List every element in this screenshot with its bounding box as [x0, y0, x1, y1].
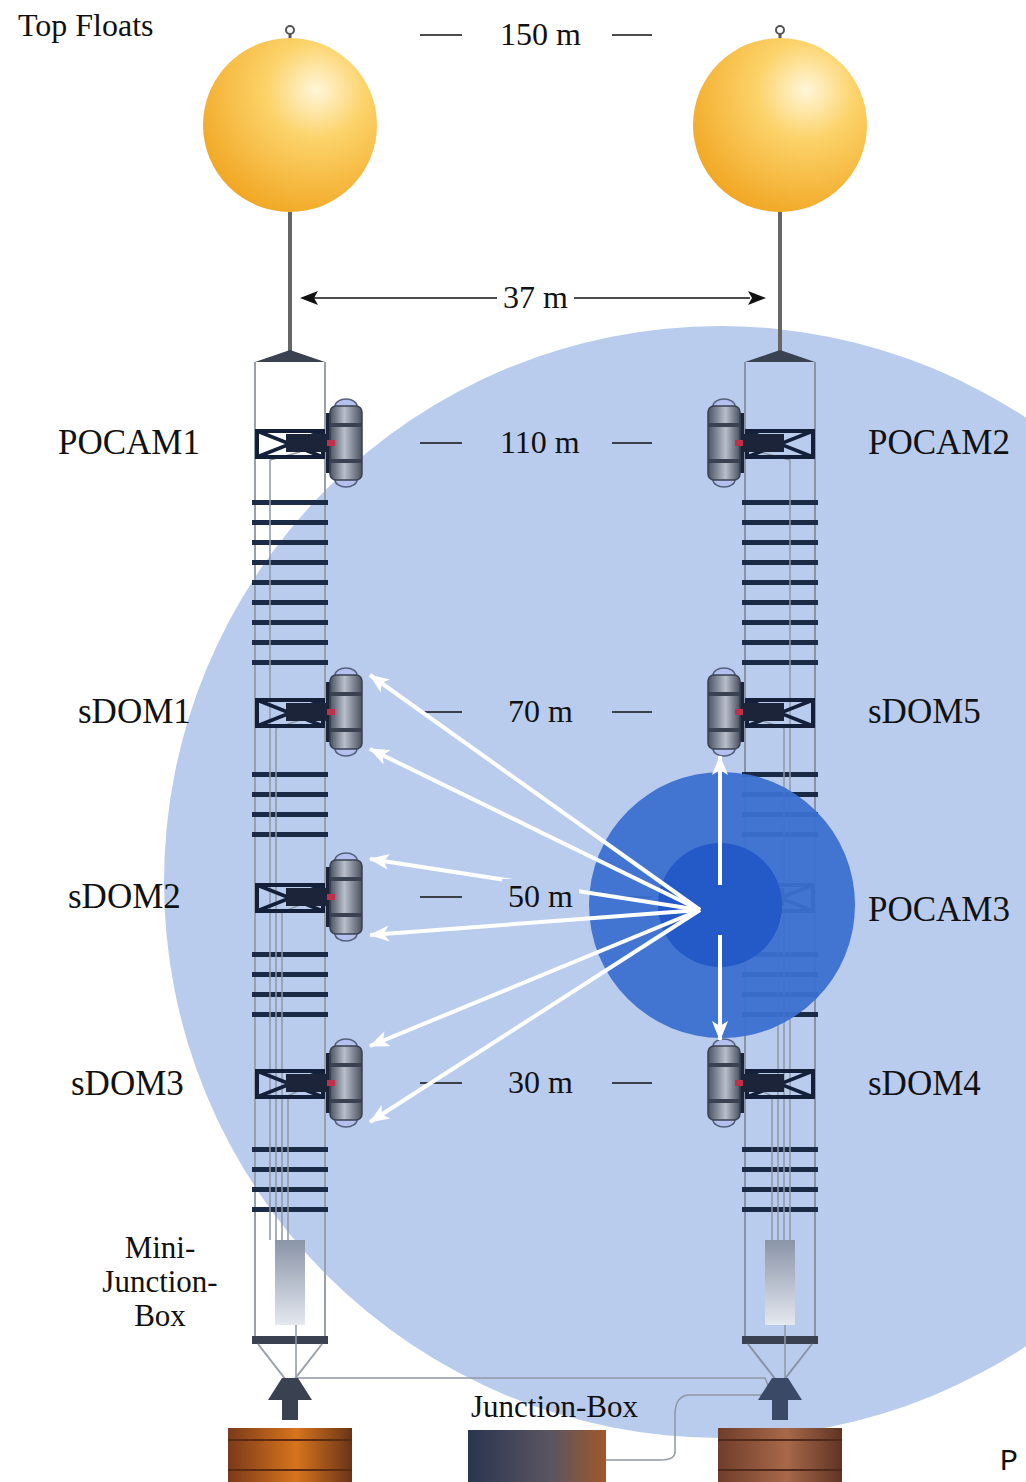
text-label: Mini- Junction- Box — [90, 1231, 230, 1333]
mini-junction-box — [765, 1240, 795, 1325]
module-label: POCAM2 — [868, 424, 1010, 463]
string-frame — [252, 350, 328, 1344]
rung — [742, 1147, 818, 1152]
text-label: Top Floats — [18, 8, 154, 43]
rung — [252, 952, 328, 957]
cable — [270, 452, 790, 1460]
rung — [742, 1167, 818, 1172]
module-label: sDOM2 — [68, 878, 181, 917]
rung — [252, 832, 328, 837]
module-label: sDOM4 — [868, 1065, 981, 1104]
rung — [742, 640, 818, 645]
light-ray-arrow — [370, 910, 700, 1122]
rung — [742, 540, 818, 545]
text-label: 50 m — [502, 879, 579, 914]
rung — [252, 1187, 328, 1192]
rung — [742, 560, 818, 565]
module-node: sDOM1 — [75, 668, 370, 756]
text-label: P — [1000, 1446, 1018, 1479]
top-float — [203, 26, 377, 352]
rung — [252, 772, 328, 777]
rung — [252, 1012, 328, 1017]
rung — [742, 600, 818, 605]
junction-box — [468, 1430, 606, 1482]
anchor — [718, 1344, 842, 1482]
rung — [252, 640, 328, 645]
rung — [252, 660, 328, 665]
rung — [742, 500, 818, 505]
module-node: POCAM3 — [700, 885, 1014, 935]
rung — [252, 1167, 328, 1172]
rung — [252, 580, 328, 585]
light-ray-arrow — [718, 935, 722, 1040]
rung — [252, 1147, 328, 1152]
module-node: POCAM2 — [700, 420, 1014, 466]
rung — [742, 1187, 818, 1192]
rung — [252, 1207, 328, 1212]
module-label: sDOM3 — [71, 1065, 184, 1104]
rung — [252, 812, 328, 817]
module-node: sDOM4 — [700, 1040, 1000, 1128]
rung — [252, 972, 328, 977]
module-label: sDOM5 — [868, 693, 981, 732]
rung — [252, 540, 328, 545]
rung — [252, 600, 328, 605]
module-label: POCAM1 — [58, 424, 200, 463]
range-circle — [164, 326, 1026, 1438]
text-label: 150 m — [500, 17, 581, 52]
module-node: POCAM1 — [55, 420, 370, 466]
anchor — [228, 1344, 352, 1482]
text-label: 30 m — [508, 1065, 573, 1100]
rung — [252, 520, 328, 525]
light-ray-arrow — [370, 910, 700, 1046]
mini-junction-box — [275, 1240, 305, 1325]
rung — [742, 1207, 818, 1212]
frame-rungs — [252, 500, 818, 1212]
rung — [742, 620, 818, 625]
light-ray-arrow — [370, 675, 700, 910]
rung — [252, 992, 328, 997]
module-node: sDOM2 — [65, 853, 370, 941]
rung — [742, 580, 818, 585]
text-label: 70 m — [508, 694, 573, 729]
text-label: 37 m — [497, 280, 574, 315]
module-label: sDOM1 — [78, 693, 191, 732]
rung — [742, 660, 818, 665]
light-ray-arrow — [718, 756, 722, 885]
rung — [742, 520, 818, 525]
text-label: Junction-Box — [471, 1390, 638, 1424]
rung — [252, 792, 328, 797]
rung — [252, 620, 328, 625]
module-label: POCAM3 — [868, 891, 1010, 930]
text-label: 110 m — [500, 425, 580, 460]
rung — [252, 500, 328, 505]
rung — [252, 560, 328, 565]
top-float — [693, 26, 867, 352]
module-node: sDOM5 — [700, 668, 1000, 756]
module-node: sDOM3 — [68, 1040, 370, 1128]
